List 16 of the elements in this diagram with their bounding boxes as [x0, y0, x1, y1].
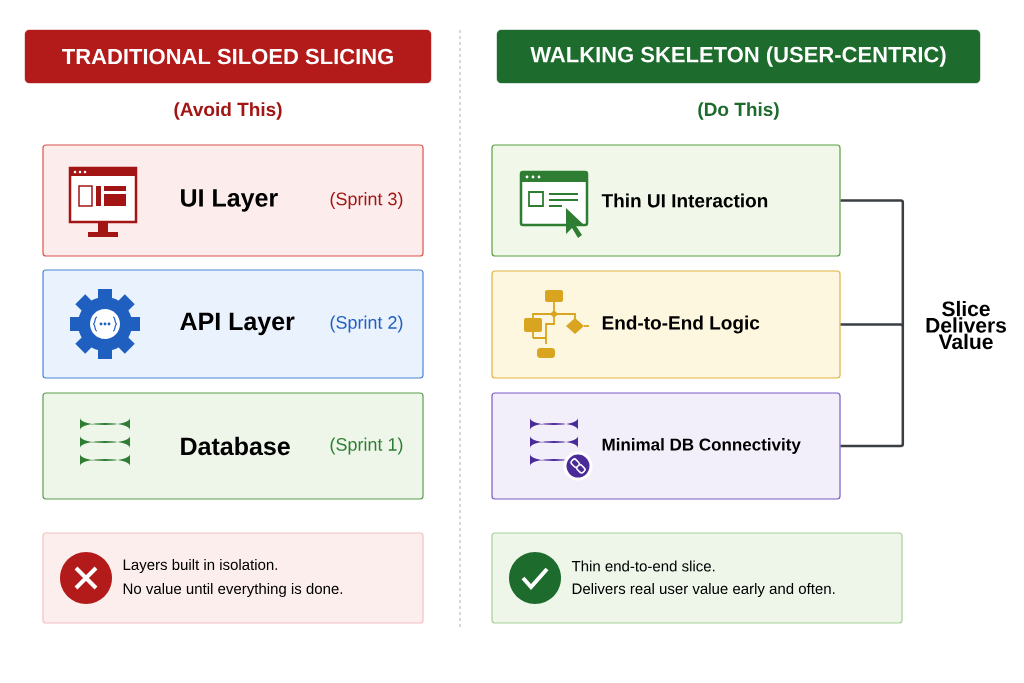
slice-box: Minimal DB Connectivity — [491, 392, 841, 500]
subtitle: (Do This) — [698, 102, 779, 120]
title-banner: TRADITIONAL SILOED SLICING — [24, 29, 432, 84]
layer-box: Database (Sprint 1) — [42, 392, 424, 500]
layer-box: API Layer (Sprint 2) — [42, 269, 424, 379]
slice-box: End-to-End Logic — [491, 270, 841, 379]
slice-label: Slice Delivers Value — [926, 300, 1006, 350]
bracket-line — [840, 199, 905, 325]
bracket-line — [840, 323, 905, 328]
bracket-line — [840, 325, 905, 448]
layer-box: UI Layer (Sprint 3) — [42, 144, 424, 257]
note-box: Layers built in isolation. No value until everything is done. — [42, 532, 424, 624]
title-banner: WALKING SKELETON (USER-CENTRIC) — [496, 29, 981, 84]
note-box: Thin end-to-end slice. Delivers real user value early and often. — [491, 532, 903, 624]
slice-box: Thin UI Interaction — [491, 144, 841, 257]
subtitle: (Avoid This) — [174, 102, 282, 120]
